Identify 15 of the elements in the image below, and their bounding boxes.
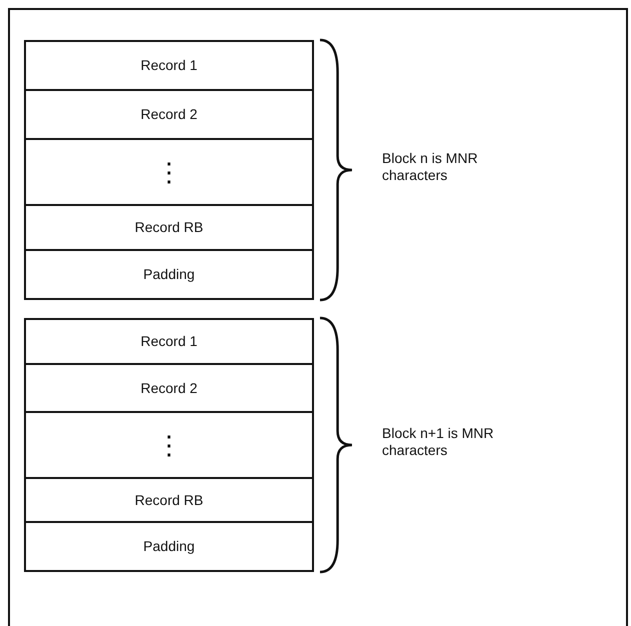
row-label: Record 1 — [140, 57, 198, 74]
row-label: Padding — [143, 266, 195, 283]
block-size-note: Block n+1 is MNR characters — [382, 425, 494, 459]
frame-border — [8, 8, 628, 626]
row-label: Record RB — [134, 219, 204, 236]
row-label: Record RB — [134, 492, 204, 508]
row-label: Record 2 — [140, 106, 198, 124]
ellipsis-text: ⋮ — [156, 158, 182, 187]
block-stack — [24, 318, 314, 572]
ellipsis-text: ⋮ — [156, 430, 182, 460]
block-stack — [24, 40, 314, 300]
row-label: Padding — [143, 538, 195, 555]
row-label: Record 2 — [140, 380, 198, 396]
block-size-note: Block n is MNR characters — [382, 150, 479, 184]
row-label: Record 1 — [140, 333, 198, 350]
